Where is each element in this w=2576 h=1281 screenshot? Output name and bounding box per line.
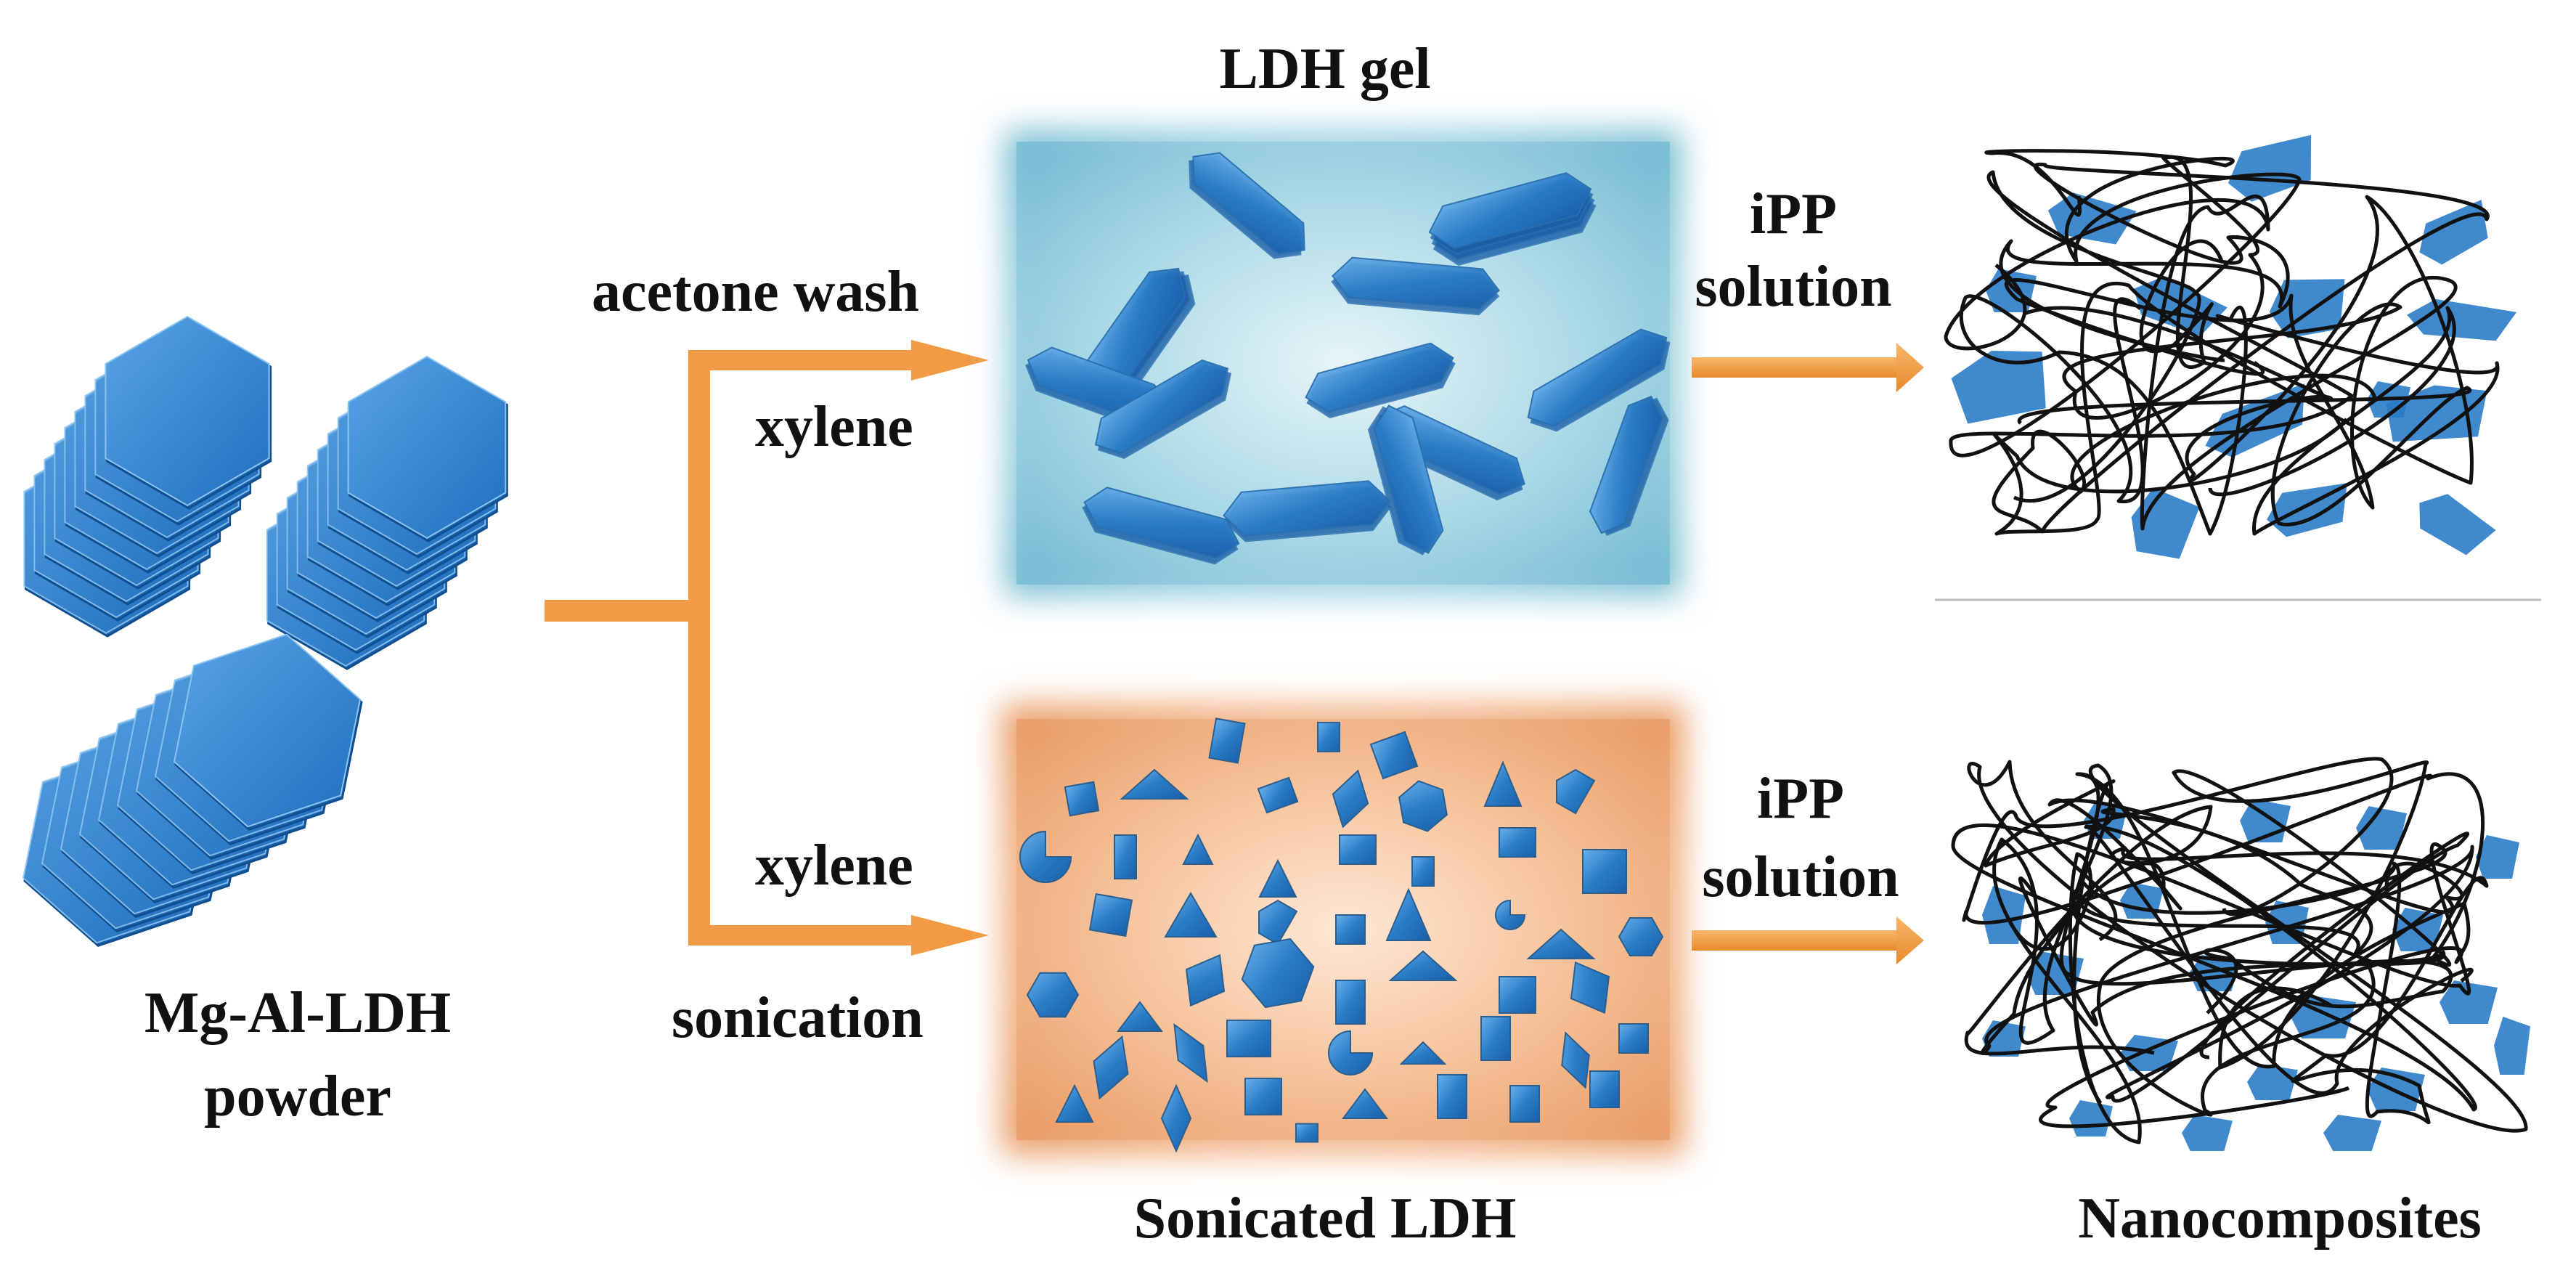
xylene-lower-label: xylene	[755, 834, 913, 898]
sonicated-ldh-title: Sonicated LDH	[1133, 1187, 1517, 1250]
xylene-upper-label: xylene	[755, 395, 913, 459]
sonication-label: sonication	[672, 986, 924, 1050]
nanocomposites-title: Nanocomposites	[2078, 1187, 2482, 1250]
orange-arrow-icon	[1692, 343, 1924, 964]
acetone-wash-label: acetone wash	[592, 260, 920, 324]
powder-label-line2: powder	[204, 1065, 391, 1128]
hexagonal-platelet-stack-icon	[22, 315, 508, 947]
ipp-lower-line2: solution	[1702, 845, 1899, 909]
upper-nanocomposite	[1935, 134, 2541, 601]
powder-label-line1: Mg-Al-LDH	[144, 981, 452, 1045]
ldh-gel-panel	[1006, 131, 1681, 595]
branch-connector	[545, 340, 989, 956]
ldh-gel-title: LDH gel	[1219, 37, 1431, 101]
sonicated-ldh-panel	[1002, 704, 1684, 1155]
ipp-upper-line2: solution	[1695, 255, 1892, 319]
ipp-lower-line1: iPP	[1757, 767, 1844, 831]
ipp-upper-line1: iPP	[1750, 182, 1837, 246]
polymer-chain-network-icon	[1951, 757, 2528, 1144]
lower-nanocomposite	[1951, 757, 2530, 1151]
polymer-chain-network-icon	[1944, 149, 2500, 536]
